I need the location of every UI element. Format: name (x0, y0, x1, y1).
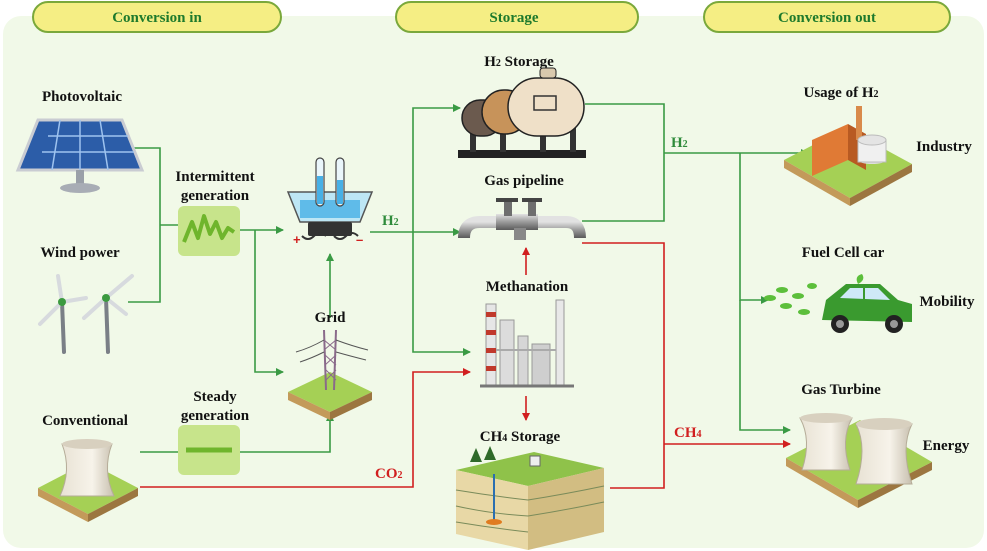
gas-turbine-label: Gas Turbine (801, 382, 881, 398)
flow-intermittent-to-grid (254, 230, 284, 376)
ch4-storage-label: CH4 Storage (480, 429, 561, 445)
usage-h2-label: Usage of H2 (804, 85, 879, 101)
co2-flow-label: CO2 (375, 466, 403, 482)
ch4-flow-label: CH4 (674, 425, 702, 441)
photovoltaic-label: Photovoltaic (42, 89, 122, 105)
steady-label-line2: generation (181, 408, 250, 424)
industry-label: Industry (916, 139, 972, 155)
h2-tanks-icon (458, 67, 586, 158)
header-conversion-out: Conversion out (703, 1, 951, 33)
gas-pipeline-icon (458, 198, 586, 240)
solar-panel-icon (15, 118, 145, 193)
electrolyzer-minus: – (356, 232, 363, 247)
flow-h2-to-methanation (412, 232, 471, 356)
cooling-tower-icon (38, 439, 138, 522)
gas-turbine-icon (786, 413, 932, 508)
flow-co2-to-methanation (140, 368, 471, 488)
electrolyzer-plus: + (293, 232, 301, 247)
mobility-label: Mobility (920, 294, 975, 310)
header-conversion-in-label: Conversion in (112, 10, 202, 26)
flow-h2-to-energy (739, 300, 791, 434)
h2-flow-label-mid: H2 (382, 213, 399, 229)
grid-tower-icon (288, 329, 372, 420)
energy-label: Energy (923, 438, 970, 454)
gas-pipeline-label: Gas pipeline (484, 173, 564, 189)
h2-flow-label-right: H2 (671, 135, 688, 151)
fuel-cell-car-label: Fuel Cell car (802, 245, 885, 261)
wind-power-label: Wind power (40, 245, 120, 261)
grid-label: Grid (315, 310, 346, 326)
methanation-plant-icon (480, 299, 574, 388)
fuel-cell-car-icon (764, 274, 912, 333)
header-conversion-in: Conversion in (32, 1, 282, 33)
background-panel (3, 16, 984, 548)
flow-ch4-bracket (582, 242, 665, 489)
steady-label-line1: Steady (193, 389, 237, 405)
flow-storage-pipeline-bracket (582, 103, 665, 222)
header-storage: Storage (395, 1, 639, 33)
intermittent-label-line2: generation (181, 188, 250, 204)
flow-steady-to-grid (240, 413, 334, 453)
header-storage-label: Storage (489, 10, 538, 26)
flow-h2-to-storage (412, 104, 461, 232)
conventional-label: Conventional (42, 413, 128, 429)
wind-turbine-icon (38, 274, 134, 354)
factory-icon (784, 106, 912, 206)
methanation-label: Methanation (486, 279, 569, 295)
flow-lines (110, 103, 809, 489)
intermittent-label-line1: Intermittent (175, 169, 254, 185)
h2-storage-label: H2 Storage (484, 54, 554, 70)
intermittent-wave-icon (178, 206, 240, 256)
ch4-underground-storage-icon (455, 446, 605, 550)
header-conversion-out-label: Conversion out (778, 10, 876, 26)
steady-line-icon (178, 425, 240, 475)
electrolyzer-icon: + – (286, 157, 374, 247)
